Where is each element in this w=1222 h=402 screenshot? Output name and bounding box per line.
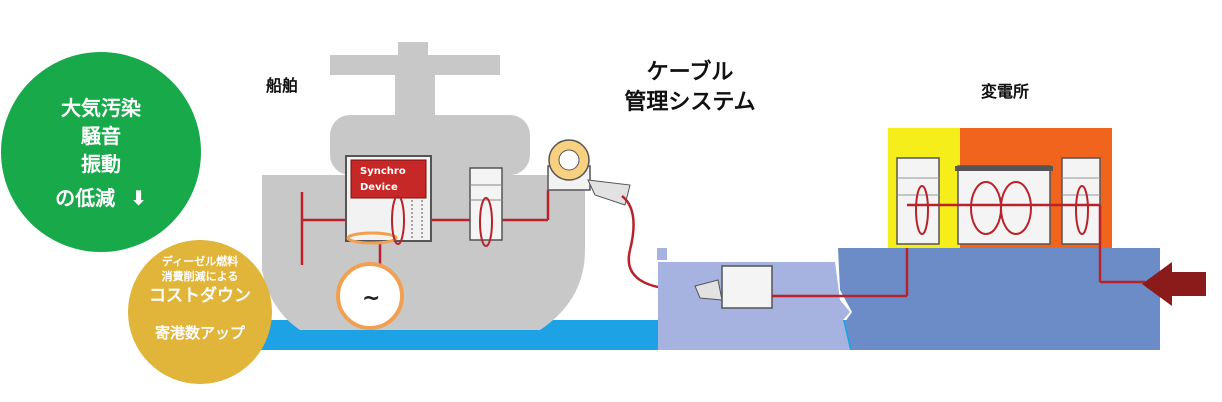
cable-system-label: ケーブル 管理システム [600, 58, 780, 118]
substation-panel-right [1061, 157, 1101, 245]
down-arrow-icon: ⬇ [130, 186, 147, 210]
switch-ellipse [391, 195, 405, 245]
shore-plug [694, 279, 723, 301]
breaker-coil [346, 231, 398, 245]
synchro-device-box [350, 159, 427, 199]
cable-system-line-1: ケーブル [646, 60, 734, 85]
gold-badge-line-1: ディーゼル燃料 [161, 255, 239, 268]
gold-badge-line-2: 消費削減による [161, 270, 239, 283]
gold-badge-line-4: 寄港数アップ [154, 324, 245, 342]
cable-reel [547, 139, 631, 206]
green-badge-line-4: の低減 [55, 186, 116, 210]
green-badge-line-3: 振動 [81, 152, 121, 176]
generator-symbol: ~ [362, 286, 380, 311]
green-badge-line-2: 騒音 [81, 124, 121, 148]
ship-label: 船舶 [265, 76, 298, 95]
gold-badge-text: ディーゼル燃料 消費削減による コストダウン 寄港数アップ [138, 254, 262, 344]
synchro-label-1: Synchro [360, 166, 406, 177]
shore-connection-box [721, 265, 773, 309]
substation-wiring [907, 181, 1145, 284]
green-badge-text: 大気汚染 騒音 振動 の低減 ⬇ [20, 94, 182, 212]
dock-blue [838, 248, 1160, 350]
generator [336, 262, 404, 330]
synchro-label-2: Device [360, 182, 398, 193]
cable-system-line-2: 管理システム [624, 90, 756, 115]
green-badge-line-1: 大気汚染 [61, 96, 141, 120]
grid-input-arrow [1142, 262, 1206, 306]
substation-panel-left [896, 157, 940, 245]
ship-transformer-coil [479, 197, 493, 247]
green-badge [1, 52, 201, 252]
green-badge-line-4-row: の低減 ⬇ [20, 184, 182, 212]
gold-badge-line-3: コストダウン [149, 286, 251, 306]
gold-badge [128, 240, 272, 384]
substation-label: 変電所 [980, 82, 1029, 101]
ship-transformer [469, 167, 503, 241]
